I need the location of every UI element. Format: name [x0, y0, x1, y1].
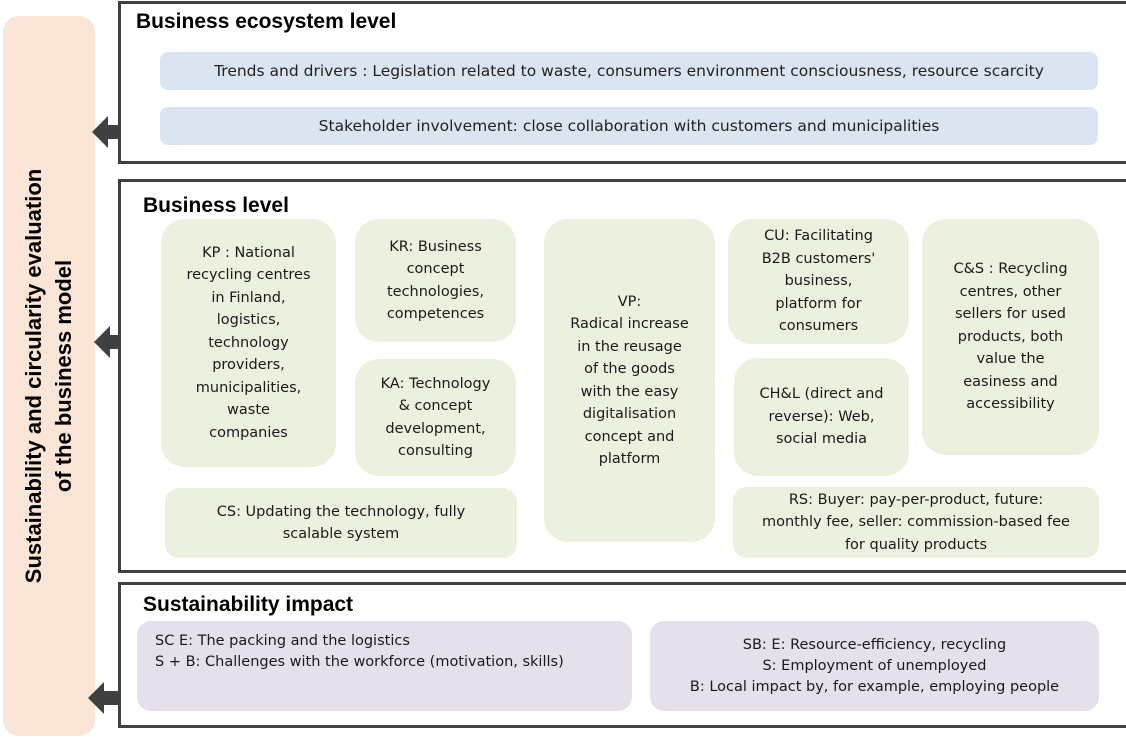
evaluation-side-label: Sustainability and circularity evaluatio… [21, 168, 76, 584]
business-level-title: Business level [143, 194, 289, 217]
cost-structure-box: CS: Updating the technology, fully scala… [165, 488, 517, 558]
channels-box: CH&L (direct and reverse): Web, social m… [734, 358, 909, 476]
key-partners-box: KP : National recycling centres in Finla… [161, 219, 336, 467]
stakeholder-involvement-bar: Stakeholder involvement: close collabora… [160, 107, 1098, 145]
value-proposition-box: VP: Radical increase in the reusage of t… [544, 219, 715, 542]
trends-and-drivers-bar: Trends and drivers : Legislation related… [160, 52, 1098, 90]
key-activities-box: KA: Technology & concept development, co… [355, 359, 516, 476]
evaluation-side-bar: Sustainability and circularity evaluatio… [3, 16, 95, 736]
customer-relationships-box: CU: Facilitating B2B customers' business… [728, 219, 909, 344]
customer-segments-box: C&S : Recycling centres, other sellers f… [922, 219, 1099, 455]
sustainability-benefits-box: SB: E: Resource-efficiency, recycling S:… [650, 621, 1099, 711]
key-resources-box: KR: Business concept technologies, compe… [355, 219, 516, 342]
ecosystem-level-title: Business ecosystem level [136, 10, 397, 33]
revenue-streams-box: RS: Buyer: pay-per-product, future: mont… [733, 487, 1099, 558]
sustainability-costs-box: SC E: The packing and the logistics S + … [137, 621, 632, 711]
sustainability-impact-title: Sustainability impact [143, 593, 354, 616]
